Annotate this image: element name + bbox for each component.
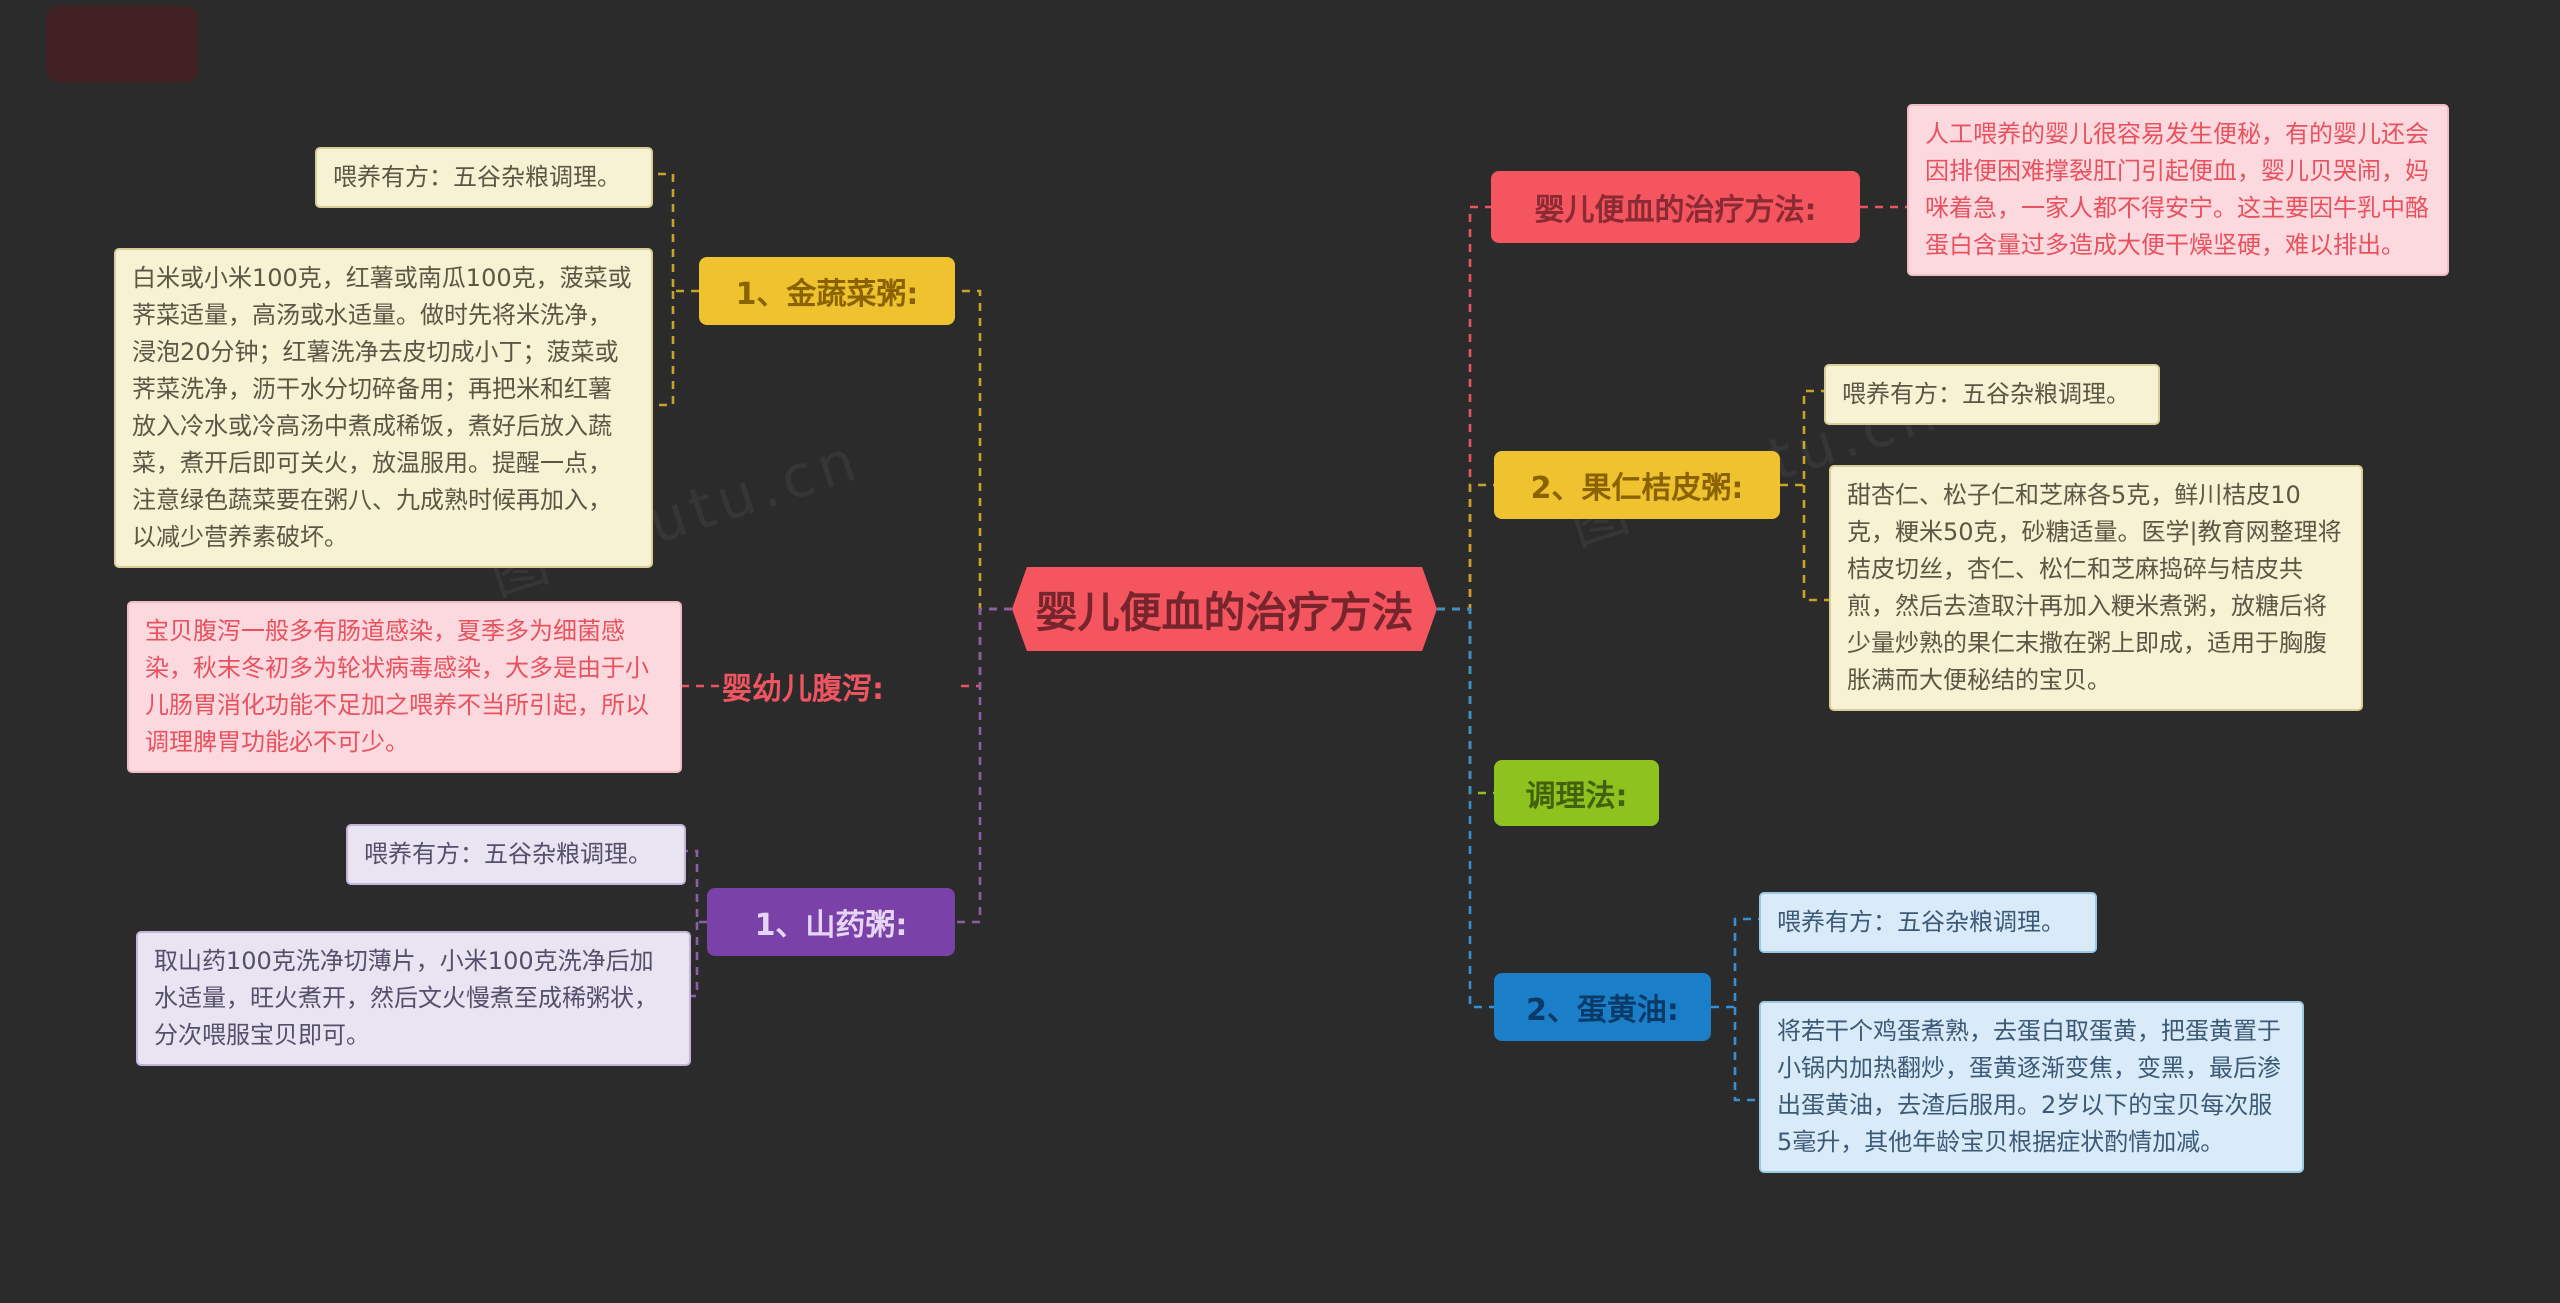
detail-jinshucai-recipe[interactable]: 白米或小米100克，红薯或南瓜100克，菠菜或荠菜适量，高汤或水适量。做时先将米… bbox=[114, 248, 653, 568]
topic-egg-yolk-oil[interactable]: 2、蛋黄油: bbox=[1494, 973, 1711, 1041]
topic-conditioning-method[interactable]: 调理法: bbox=[1494, 760, 1659, 826]
note-danhuangyou-feeding[interactable]: 喂养有方：五谷杂粮调理。 bbox=[1759, 892, 2097, 953]
corner-decoration bbox=[46, 6, 198, 82]
central-topic[interactable]: 婴儿便血的治疗方法 bbox=[1012, 567, 1437, 651]
detail-infant-diarrhea[interactable]: 宝贝腹泻一般多有肠道感染，夏季多为细菌感染，秋末冬初多为轮状病毒感染，大多是由于… bbox=[127, 601, 682, 773]
topic-jinshucai-porridge[interactable]: 1、金蔬菜粥: bbox=[699, 257, 955, 325]
topic-shanyao-porridge[interactable]: 1、山药粥: bbox=[707, 888, 955, 956]
note-shanyao-feeding[interactable]: 喂养有方：五谷杂粮调理。 bbox=[346, 824, 686, 885]
detail-blood-stool-cause[interactable]: 人工喂养的婴儿很容易发生便秘，有的婴儿还会因排便困难撑裂肛门引起便血，婴儿贝哭闹… bbox=[1907, 104, 2449, 276]
topic-infant-diarrhea[interactable]: 婴幼儿腹泻: bbox=[722, 672, 884, 707]
detail-guoren-recipe[interactable]: 甜杏仁、松子仁和芝麻各5克，鲜川桔皮10克，粳米50克，砂糖适量。医学|教育网整… bbox=[1829, 465, 2363, 711]
topic-guoren-jupi-porridge[interactable]: 2、果仁桔皮粥: bbox=[1494, 451, 1780, 519]
detail-shanyao-recipe[interactable]: 取山药100克洗净切薄片，小米100克洗净后加水适量，旺火煮开，然后文火慢煮至成… bbox=[136, 931, 691, 1066]
topic-blood-stool-treatment[interactable]: 婴儿便血的治疗方法: bbox=[1491, 171, 1860, 243]
note-guoren-feeding[interactable]: 喂养有方：五谷杂粮调理。 bbox=[1824, 364, 2160, 425]
detail-danhuangyou-recipe[interactable]: 将若干个鸡蛋煮熟，去蛋白取蛋黄，把蛋黄置于小锅内加热翻炒，蛋黄逐渐变焦，变黑，最… bbox=[1759, 1001, 2304, 1173]
note-jinshucai-feeding[interactable]: 喂养有方：五谷杂粮调理。 bbox=[315, 147, 653, 208]
